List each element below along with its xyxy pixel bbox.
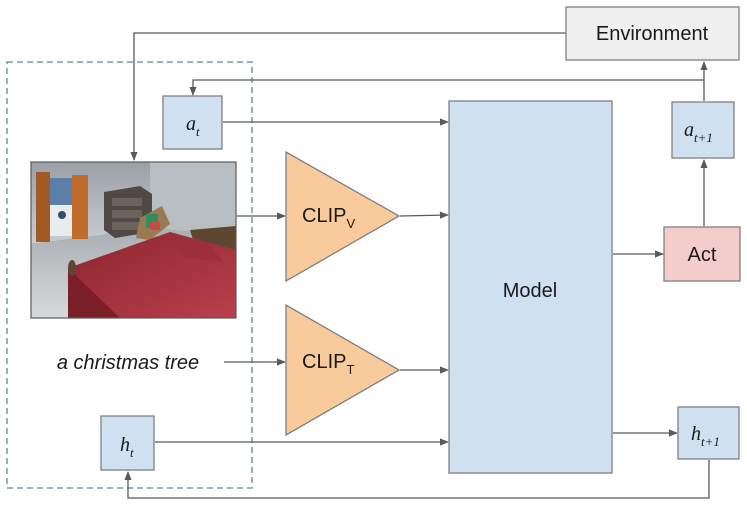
next-hidden-subscript: t+1 xyxy=(701,434,720,449)
clip-text-encoder: CLIPT xyxy=(285,303,401,437)
observation-image xyxy=(30,161,237,319)
at-symbol: a xyxy=(186,113,196,135)
next-hidden-symbol: h xyxy=(691,423,701,445)
next-action-node: at+1 xyxy=(671,101,735,159)
clip-visual-encoder: CLIPV xyxy=(285,150,401,283)
clipv-subscript: V xyxy=(346,216,355,231)
ht-subscript: t xyxy=(130,445,134,460)
clipv-label: CLIP xyxy=(302,205,346,227)
environment-label: Environment xyxy=(596,23,709,45)
model-node: Model xyxy=(448,100,613,474)
svg-text:at: at xyxy=(186,113,200,139)
at-token-node: at xyxy=(162,95,223,150)
svg-text:CLIPV: CLIPV xyxy=(302,205,355,231)
svg-text:ht: ht xyxy=(120,434,134,460)
act-node: Act xyxy=(663,226,741,282)
environment-node: Environment xyxy=(565,6,740,61)
svg-text:at+1: at+1 xyxy=(684,119,713,145)
observation-group-frame xyxy=(6,61,253,489)
model-label: Model xyxy=(503,280,557,302)
svg-text:ht+1: ht+1 xyxy=(691,423,720,449)
svg-text:CLIPT: CLIPT xyxy=(302,351,354,377)
edge-environment-to-observation xyxy=(130,32,566,161)
next-hidden-node: ht+1 xyxy=(677,406,740,460)
edge-action-feedback-to-at xyxy=(189,79,704,96)
edge-hidden-feedback-to-ht xyxy=(124,460,710,499)
at-subscript: t xyxy=(196,124,200,139)
clipt-label: CLIP xyxy=(302,351,346,373)
text-prompt: a christmas tree xyxy=(57,352,199,374)
edge-clipv-to-model xyxy=(399,211,449,219)
act-label: Act xyxy=(688,244,717,266)
next-action-symbol: a xyxy=(684,119,694,141)
next-action-subscript: t+1 xyxy=(694,130,713,145)
ht-symbol: h xyxy=(120,434,130,456)
clipt-subscript: T xyxy=(346,362,354,377)
ht-token-node: ht xyxy=(100,415,155,471)
